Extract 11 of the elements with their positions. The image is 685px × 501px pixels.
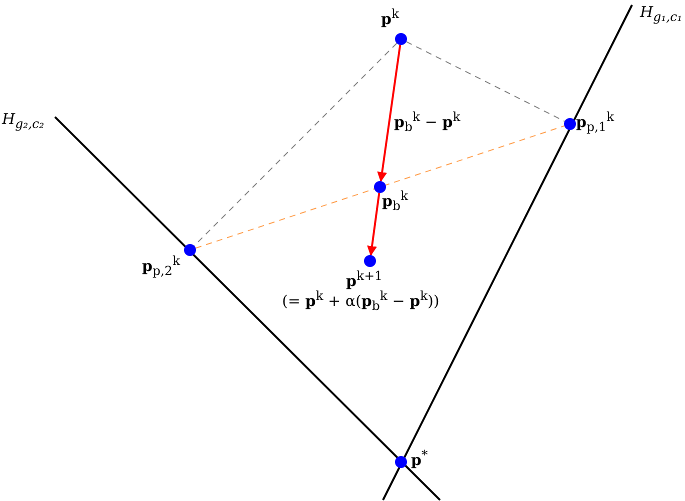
point-label: p$^{*}$ bbox=[411, 446, 428, 469]
arrow bbox=[367, 192, 380, 256]
edge-label: p$_{b}$$^{k}$ − p$^{k}$ bbox=[394, 108, 460, 136]
hyperplane-label: H$_{g₁,c₁}$ bbox=[640, 3, 682, 26]
hyperplane-label: H$_{g₂,c₂}$ bbox=[2, 110, 44, 133]
point-label: (= p$^{k}$ + α(p$_{b}$$^{k}$ − p$^{k}$)) bbox=[282, 288, 440, 315]
dashed-line bbox=[195, 125, 565, 249]
dashed-line bbox=[406, 41, 566, 122]
arrow bbox=[377, 44, 402, 182]
point-label: p$^{k}$ bbox=[381, 5, 400, 28]
point-label: p$^{k+1}$ bbox=[346, 267, 383, 290]
